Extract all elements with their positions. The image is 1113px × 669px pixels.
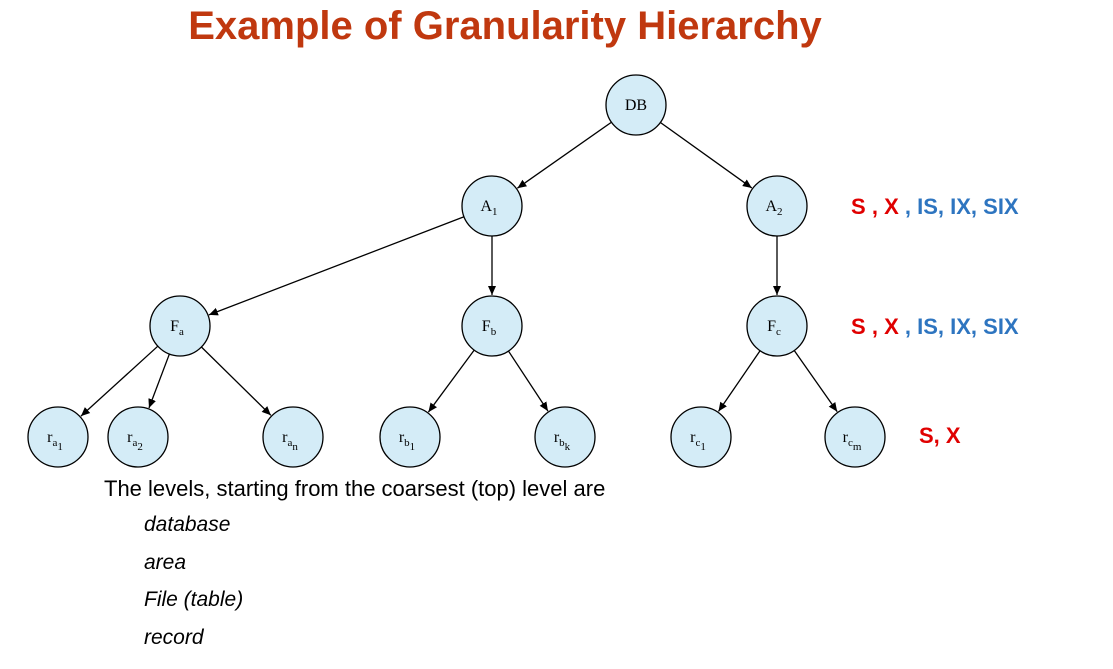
node-circle — [670, 406, 732, 468]
node-circle — [746, 295, 808, 357]
node-circle — [149, 295, 211, 357]
mode-intention-list: IS, IX, SIX — [917, 194, 1019, 219]
edge-fc-rc1 — [717, 350, 761, 412]
node-label: ra2 — [127, 429, 143, 453]
mode-sep: , — [871, 194, 878, 219]
edge-fb-rb1 — [427, 349, 475, 413]
edge-db-a1 — [517, 121, 612, 189]
edge-a1-fa — [208, 216, 465, 316]
node-label: DB — [625, 97, 647, 114]
mode-s: S — [851, 314, 866, 339]
node-fa: Fa — [149, 295, 211, 357]
mode-x: X — [884, 194, 899, 219]
node-ra2: ra2 — [107, 406, 169, 468]
node-circle — [107, 406, 169, 468]
lock-modes-area-level: S , X , IS, IX, SIX — [851, 194, 1019, 220]
mode-sep: , — [904, 314, 911, 339]
node-fb: Fb — [461, 295, 523, 357]
node-label: ran — [282, 429, 298, 453]
node-circle — [534, 406, 596, 468]
node-label: Fc — [767, 318, 781, 338]
node-label: rcm — [843, 429, 862, 453]
node-circle — [379, 406, 441, 468]
node-rb1: rb1 — [379, 406, 441, 468]
levels-list: database area File (table) record — [144, 512, 243, 662]
page-title: Example of Granularity Hierarchy — [188, 4, 822, 48]
node-ra1: ra1 — [27, 406, 89, 468]
mode-sep: , — [904, 194, 911, 219]
edge-db-a2 — [660, 121, 753, 189]
levels-intro: The levels, starting from the coarsest (… — [104, 476, 606, 501]
node-circle — [461, 295, 523, 357]
node-label: Fa — [170, 318, 184, 338]
node-fc: Fc — [746, 295, 808, 357]
edge-fc-rcm — [793, 350, 838, 413]
edge-fa-ra2 — [148, 353, 170, 409]
node-circle — [824, 406, 886, 468]
node-label: A2 — [765, 198, 782, 218]
edges-group — [80, 121, 838, 417]
mode-intention-list: IS, IX, SIX — [917, 314, 1019, 339]
lock-modes-record-level: S, X — [919, 423, 961, 448]
node-circle — [746, 175, 808, 237]
mode-sep: , — [871, 314, 878, 339]
mode-s: S — [851, 194, 866, 219]
node-a1: A1 — [461, 175, 523, 237]
node-rbk: rbk — [534, 406, 596, 468]
edge-fa-ran — [200, 346, 272, 416]
node-circle — [605, 74, 667, 136]
level-area: area — [144, 550, 187, 574]
node-rc1: rc1 — [670, 406, 732, 468]
node-a2: A2 — [746, 175, 808, 237]
node-db: DB — [605, 74, 667, 136]
node-ran: ran — [262, 406, 324, 468]
edge-fa-ra1 — [80, 345, 159, 417]
edge-fb-rbk — [507, 350, 549, 412]
mode-x: X — [884, 314, 899, 339]
node-circle — [27, 406, 89, 468]
node-label: rbk — [554, 429, 571, 453]
level-file: File (table) — [144, 588, 244, 611]
node-circle — [262, 406, 324, 468]
node-label: A1 — [480, 198, 497, 218]
level-database: database — [144, 513, 231, 536]
node-circle — [461, 175, 523, 237]
lock-modes-file-level: S , X , IS, IX, SIX — [851, 314, 1019, 340]
level-record: record — [144, 625, 204, 649]
node-label: ra1 — [47, 429, 63, 453]
node-label: Fb — [482, 318, 497, 338]
node-label: rb1 — [399, 429, 415, 453]
node-rcm: rcm — [824, 406, 886, 468]
node-label: rc1 — [690, 429, 706, 453]
